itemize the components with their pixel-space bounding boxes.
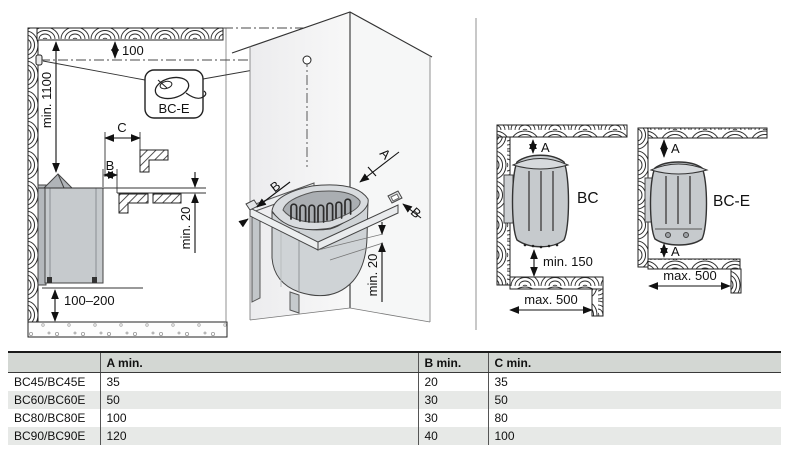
model-cell: BC60/BC60E	[14, 393, 86, 407]
b-min-cell: 30	[417, 409, 488, 427]
dim-max-width-bce-label: max. 500	[663, 268, 716, 283]
table-row: BC60/BC60E 50 30 50	[8, 391, 781, 409]
dim-c-label: C	[117, 120, 126, 135]
rail-front-bar	[317, 204, 399, 251]
table-row: BC45/BC45E 35 20 35	[8, 372, 781, 391]
corner-installation-diagram: A B B min. 20	[231, 11, 433, 323]
a-min-cell: 100	[99, 409, 418, 427]
bc-clearance-diagram: A BC min. 150 max. 500	[496, 124, 628, 317]
dim-max-width-bce: max. 500	[648, 268, 731, 290]
sensor-callout-label: BC-E	[158, 101, 189, 116]
dim-floor-clearance: 100–200	[51, 289, 115, 322]
dimensions-table: A min. B min. C min. BC45/BC45E 35 20 35…	[8, 351, 781, 445]
dim-max-width-bc: max. 500	[509, 292, 593, 314]
right-wall-face	[350, 12, 430, 322]
c-min-cell: 100	[487, 427, 781, 445]
dim-a-bottom-bce-label: A	[671, 244, 680, 259]
heater-leg	[289, 291, 300, 314]
dim-bench-clearance: min. 20	[178, 172, 199, 253]
dim-sensor-offset-label: 100	[122, 43, 144, 58]
dim-bench-clearance-label: min. 20	[178, 207, 193, 250]
wall-sensor	[35, 54, 43, 66]
left-installation-diagram: 100 min. 1100 100–200	[27, 27, 327, 338]
bce-model-label: BC-E	[713, 193, 750, 210]
sensor-icon	[154, 76, 207, 100]
bc-heater	[503, 154, 570, 249]
sensor-callout: BC-E	[42, 60, 305, 119]
dim-a-top-bce: A	[660, 139, 680, 158]
b-min-cell: 20	[417, 372, 488, 391]
table-row: BC90/BC90E 120 40 100	[8, 427, 781, 445]
lower-bench-section	[118, 193, 149, 214]
heating-elements	[290, 198, 352, 223]
model-cell: BC45/BC45E	[14, 375, 86, 389]
table-header-row: A min. B min. C min.	[8, 353, 781, 373]
dim-mount-height-label: min. 1100	[39, 72, 54, 128]
installation-diagrams: 100 min. 1100 100–200	[27, 11, 768, 338]
dim-a-bc: A	[529, 139, 550, 155]
c-min-cell: 80	[487, 409, 781, 427]
c-min-cell: 35	[487, 372, 781, 391]
table-header-a-min: A min.	[99, 353, 418, 373]
dim-b: B	[102, 158, 118, 193]
dim-sensor-offset: 100	[111, 41, 144, 59]
upper-bench-section	[139, 149, 169, 173]
table-header-model	[8, 353, 100, 373]
dim-b-label: B	[106, 158, 115, 173]
table-header-b-min: B min.	[417, 353, 488, 373]
dim-bottom-clearance-bc: min. 150	[530, 249, 593, 277]
bce-clearance-diagram: A A BC-E max. 500	[637, 127, 768, 294]
c-min-cell: 50	[487, 391, 781, 409]
dim-c: C	[104, 120, 141, 177]
bc-model-label: BC	[577, 190, 599, 207]
dim-a-bc-label: A	[541, 140, 550, 155]
model-cell: BC90/BC90E	[14, 429, 86, 443]
a-min-cell: 50	[99, 391, 418, 409]
dim-bottom-clearance-bc-label: min. 150	[543, 254, 593, 269]
model-cell: BC80/BC80E	[14, 411, 86, 425]
dim-a-bottom-bce: A	[660, 243, 680, 259]
lower-bench-section-2	[152, 193, 182, 204]
wall-section	[27, 27, 39, 338]
dim-max-width-bc-label: max. 500	[524, 292, 577, 307]
bce-heater	[644, 161, 709, 246]
corner-sensor	[302, 55, 312, 65]
b-min-cell: 40	[417, 427, 488, 445]
table-header-c-min: C min.	[487, 353, 781, 373]
heater-side-view	[37, 173, 143, 289]
table-row: BC80/BC80E 100 30 80	[8, 409, 781, 427]
heater-top-peak	[42, 173, 74, 189]
dim-clearance-corner: min. 20	[317, 222, 386, 302]
ceiling-section	[36, 27, 224, 41]
dim-floor-clearance-label: 100–200	[64, 293, 115, 308]
floor-section	[27, 321, 228, 338]
a-min-cell: 120	[99, 427, 418, 445]
a-min-cell: 35	[99, 372, 418, 391]
dim-a-top-bce-label: A	[671, 141, 680, 156]
dim-clearance-corner-label: min. 20	[365, 254, 380, 297]
b-min-cell: 30	[417, 391, 488, 409]
